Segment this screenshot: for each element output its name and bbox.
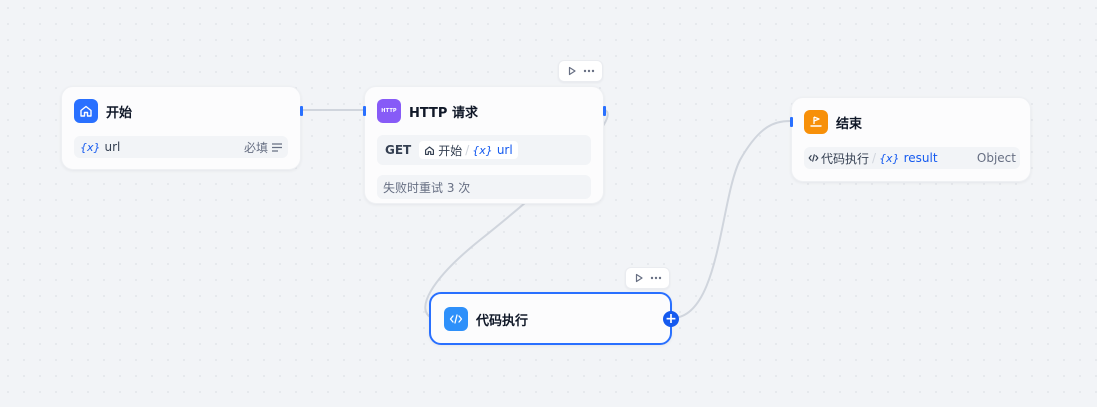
end-output-var: result (903, 151, 938, 165)
start-node-title: 开始 (106, 105, 133, 121)
http-retry-row: 失败时重试 3 次 (377, 175, 591, 199)
code-icon (808, 153, 819, 163)
code-node-toolbar (625, 267, 670, 289)
variable-icon: {x} (879, 151, 900, 165)
code-node-title: 代码执行 (476, 313, 529, 329)
http-request-row[interactable]: GET 开始 / {x} url (377, 135, 591, 165)
http-source-node: 开始 (438, 143, 463, 158)
http-icon: HTTP (377, 99, 401, 123)
path-separator: / (872, 151, 877, 165)
path-separator: / (465, 143, 470, 157)
play-icon[interactable] (564, 63, 580, 79)
play-icon[interactable] (631, 270, 647, 286)
http-retry-text: 失败时重试 3 次 (383, 180, 471, 195)
end-output-type: Object (976, 151, 1016, 165)
http-method: GET (385, 143, 412, 157)
end-node-header: 结束 (804, 110, 862, 134)
start-variable-row[interactable]: {x} url 必填 (74, 136, 288, 158)
end-output-row[interactable]: 代码执行 / {x} result Object (804, 147, 1020, 169)
edge-code-to-end (671, 120, 791, 319)
code-node-header: 代码执行 (444, 307, 528, 331)
end-input-handle[interactable] (790, 117, 793, 127)
end-node-title: 结束 (836, 116, 863, 132)
plus-icon: + (665, 311, 677, 327)
http-node-toolbar (558, 60, 603, 82)
home-icon (424, 145, 435, 156)
start-node[interactable]: 开始 {x} url 必填 (61, 86, 303, 170)
start-variable-name: url (104, 140, 121, 154)
code-icon (444, 307, 468, 331)
required-label: 必填 (243, 140, 268, 155)
start-node-header: 开始 (74, 99, 132, 123)
end-source-node: 代码执行 (821, 151, 870, 166)
end-node[interactable]: 结束 代码执行 / {x} result Object (790, 97, 1031, 182)
more-icon[interactable] (648, 270, 664, 286)
more-icon[interactable] (581, 63, 597, 79)
align-icon (272, 142, 282, 152)
start-output-handle[interactable] (300, 106, 303, 116)
http-input-handle[interactable] (363, 106, 366, 116)
http-node[interactable]: HTTP HTTP 请求 GET 开始 / {x} url 失败时重试 3 次 (363, 86, 606, 204)
flag-icon (804, 110, 828, 134)
http-source-var: url (496, 143, 513, 157)
http-output-handle[interactable] (603, 106, 606, 116)
http-url-tag: 开始 / {x} url (419, 141, 518, 159)
variable-icon: {x} (80, 140, 101, 154)
home-icon (74, 99, 98, 123)
code-node[interactable]: 代码执行 (429, 292, 672, 345)
variable-icon: {x} (472, 143, 493, 157)
add-node-button[interactable]: + (663, 311, 679, 327)
http-node-title: HTTP 请求 (409, 105, 478, 121)
http-node-header: HTTP HTTP 请求 (377, 99, 478, 123)
